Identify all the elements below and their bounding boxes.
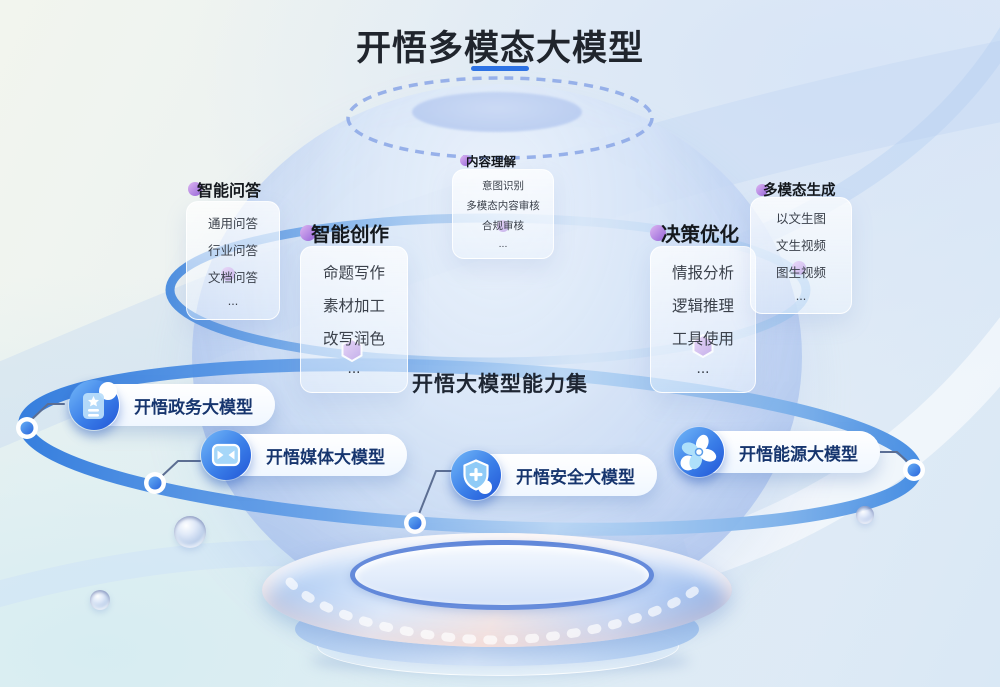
capability-label: 决策优化 [661,224,740,246]
capability-item: 意图识别 [482,180,524,192]
glass-bubble-icon [90,590,110,610]
capability-item: 素材加工 [322,298,385,315]
capability-qa-card: 通用问答 行业问答 文档问答 ... [186,201,280,320]
capability-label: 内容理解 [466,155,517,169]
ring-node [144,472,166,494]
capability-item: 文档问答 [207,271,258,285]
capability-qa-label-row: 智能问答 [188,177,261,201]
model-pill-meiti[interactable]: 开悟媒体大模型 [201,430,407,480]
glass-bubble-icon [174,516,206,548]
capability-label: 多模态生成 [763,183,836,199]
capability-item: 工具使用 [671,331,734,348]
capability-item-more: ... [347,360,361,377]
ring-node [16,417,38,439]
capability-item: 通用问答 [207,217,258,231]
capability-decision-card: 情报分析 逻辑推理 工具使用 ... [650,246,756,393]
capability-label: 智能创作 [311,224,390,246]
capability-item-more: ... [795,289,807,303]
capability-item: 图生视频 [775,266,826,280]
capability-understanding-label-row: 内容理解 [460,151,516,170]
capability-creation-label-row: 智能创作 [300,218,389,247]
podium-inner-ring [350,540,654,610]
model-pill-zhengwu[interactable]: 开悟政务大模型 [69,380,275,430]
purple-dot-icon [756,183,768,196]
ring-node [404,512,426,534]
capability-item: 情报分析 [671,265,734,282]
connector-line [876,451,910,464]
capability-item: 合规审核 [482,220,524,232]
capability-item: 改写润色 [322,331,385,348]
connector-line [29,403,65,422]
title-underline [471,66,529,71]
capability-item: 逻辑推理 [671,298,734,315]
capability-item: 以文生图 [775,212,826,226]
capability-creation-card: 命题写作 素材加工 改写润色 ... [300,246,408,393]
fan-energy-icon [673,426,725,478]
purple-dot-icon [188,182,202,196]
model-pill-anquan[interactable]: 开悟安全大模型 [451,450,657,500]
capability-item-more: ... [696,360,710,377]
capability-item-more: ... [227,294,239,308]
purple-dot-icon [460,155,471,166]
model-label: 开悟媒体大模型 [266,447,385,467]
sphere-top-cap [412,92,582,132]
purple-dot-icon [300,224,316,241]
capability-item: 命题写作 [322,265,385,282]
model-label: 开悟安全大模型 [516,467,635,487]
dashed-orbit [346,76,654,160]
shield-plus-icon [450,449,502,501]
model-label: 开悟能源大模型 [739,444,858,464]
capability-item: 行业问答 [207,244,258,258]
capability-item: 多模态内容审核 [466,200,540,212]
glass-bubble-icon [856,506,874,524]
ring-node [903,459,925,481]
page-title: 开悟多模态大模型 [355,29,644,68]
capability-generation-label-row: 多模态生成 [756,179,836,200]
connector-line [418,470,455,515]
capability-label: 智能问答 [197,183,262,200]
model-pill-nengyuan[interactable]: 开悟能源大模型 [674,427,880,477]
capability-understanding-card: 意图识别 多模态内容审核 合规审核 ... [452,169,554,259]
capability-item-more: ... [498,238,508,250]
sphere-caption: 开悟大模型能力集 [412,373,588,396]
document-star-icon [68,379,120,431]
capability-decision-label-row: 决策优化 [650,218,739,247]
capability-item: 文生视频 [775,239,826,253]
video-camera-icon [200,429,252,481]
connector-line [161,460,201,477]
purple-dot-icon [650,224,666,241]
capability-generation-card: 以文生图 文生视频 图生视频 ... [750,197,852,314]
ring-nodes [16,417,925,534]
model-label: 开悟政务大模型 [134,397,253,417]
